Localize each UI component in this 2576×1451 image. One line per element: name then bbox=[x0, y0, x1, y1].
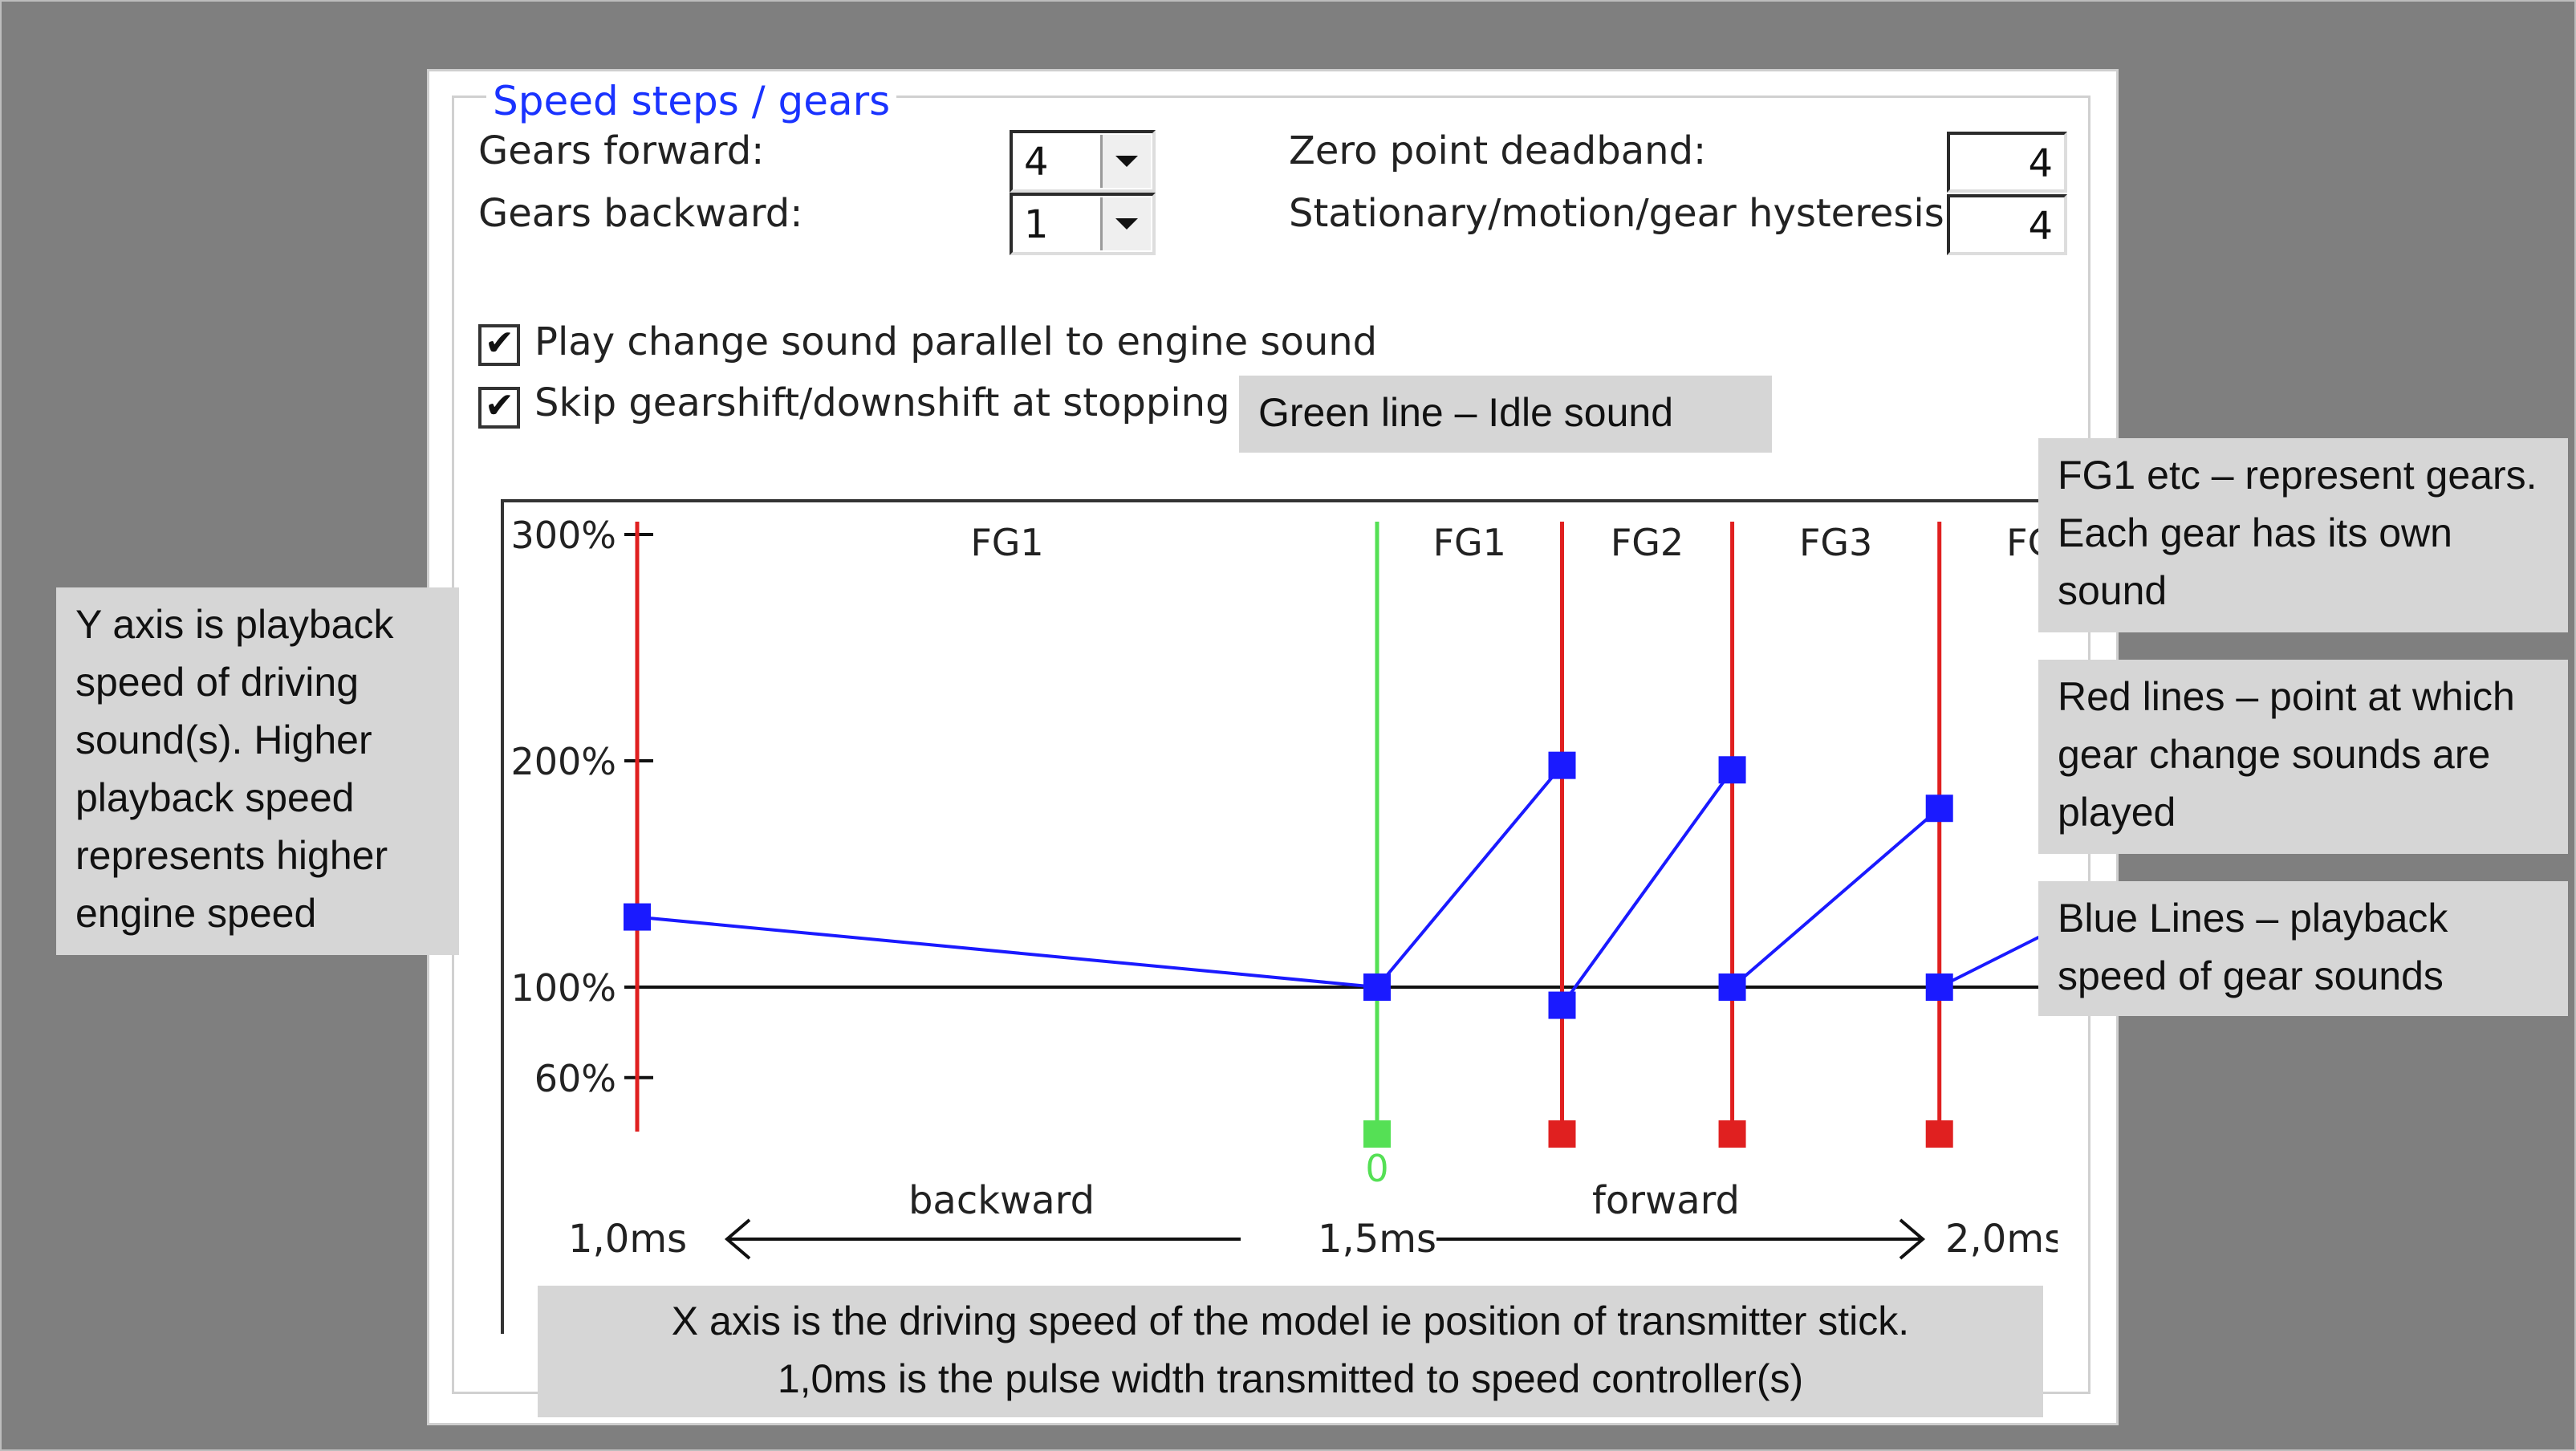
gears-backward-value: 1 bbox=[1024, 202, 1049, 247]
groupbox-title: Speed steps / gears bbox=[486, 79, 897, 124]
skip-gearshift-label: Skip gearshift/downshift at stopping bbox=[534, 380, 1230, 425]
hysteresis-input[interactable]: 4 bbox=[1947, 194, 2067, 255]
y-tick-label: 60% bbox=[534, 1057, 616, 1100]
chart-plot: 300%200%100%60%FG1FG1FG2FG3FG401,0ms1,5m… bbox=[510, 514, 2160, 1262]
gear-label: FG2 bbox=[1611, 521, 1684, 564]
arrow-forward-head bbox=[1899, 1218, 1926, 1260]
hysteresis-label: Stationary/motion/gear hysteresis: bbox=[1289, 191, 1957, 236]
gear-label: FG1 bbox=[1433, 521, 1506, 564]
gear-label: FG3 bbox=[1799, 521, 1872, 564]
gear-label: FG1 bbox=[970, 521, 1043, 564]
gear-speed-marker bbox=[624, 903, 651, 931]
zero-label: 0 bbox=[1365, 1147, 1388, 1190]
gear-settings-dialog: Speed steps / gears Gears forward: 4 Gea… bbox=[427, 69, 2160, 1425]
idle-marker-green bbox=[1363, 1120, 1391, 1148]
x-label-right: 2,0ms bbox=[1945, 1217, 2058, 1262]
callout-red-lines: Red lines – point at which gear change s… bbox=[2038, 660, 2568, 854]
zero-deadband-input[interactable]: 4 bbox=[1947, 132, 2067, 193]
gear-speed-marker bbox=[1548, 991, 1576, 1019]
gear-change-marker-red bbox=[1718, 1120, 1746, 1148]
zero-deadband-label: Zero point deadband: bbox=[1289, 128, 1707, 173]
parallel-sound-label: Play change sound parallel to engine sou… bbox=[534, 319, 1378, 364]
gear-change-marker-red bbox=[1925, 1120, 1953, 1148]
y-tick-label: 100% bbox=[510, 966, 616, 1010]
gear-speed-segment bbox=[1560, 769, 1734, 1006]
arrow-backward-head bbox=[724, 1218, 751, 1260]
gears-forward-value: 4 bbox=[1024, 140, 1049, 185]
speed-steps-groupbox: Speed steps / gears Gears forward: 4 Gea… bbox=[452, 79, 2160, 1394]
hysteresis-value: 4 bbox=[2028, 204, 2053, 249]
skip-gearshift-checkbox[interactable]: ✔ bbox=[478, 385, 520, 429]
x-label-center: 1,5ms bbox=[1318, 1217, 1436, 1262]
gear-speed-marker bbox=[1548, 751, 1576, 779]
direction-backward-label: backward bbox=[908, 1178, 1095, 1223]
check-icon: ✔ bbox=[485, 323, 514, 364]
gear-speed-marker bbox=[1925, 795, 1953, 823]
direction-forward-label: forward bbox=[1592, 1178, 1740, 1223]
gear-speed-segment bbox=[1731, 807, 1941, 989]
gear-speed-chart: 300%200%100%60%FG1FG1FG2FG3FG401,0ms1,5m… bbox=[501, 499, 2160, 1334]
callout-y-axis: Y axis is playback speed of driving soun… bbox=[56, 587, 459, 955]
callout-x-axis-line1: X axis is the driving speed of the model… bbox=[671, 1299, 1910, 1343]
parallel-sound-checkbox[interactable]: ✔ bbox=[478, 323, 520, 366]
gear-speed-marker bbox=[1718, 756, 1746, 784]
callout-green-line: Green line – Idle sound bbox=[1239, 376, 1772, 453]
callout-x-axis: X axis is the driving speed of the model… bbox=[538, 1286, 2043, 1417]
gear-speed-segment bbox=[1375, 764, 1564, 989]
x-label-left: 1,0ms bbox=[568, 1217, 687, 1262]
gears-forward-label: Gears forward: bbox=[478, 128, 765, 173]
callout-x-axis-line2: 1,0ms is the pulse width transmitted to … bbox=[777, 1356, 1804, 1401]
zero-deadband-value: 4 bbox=[2028, 141, 2053, 186]
gears-backward-label: Gears backward: bbox=[478, 191, 803, 236]
y-tick-label: 300% bbox=[510, 514, 616, 557]
gear-change-marker-red bbox=[1548, 1120, 1576, 1148]
gear-speed-marker bbox=[1925, 973, 1953, 1001]
y-tick-label: 200% bbox=[510, 740, 616, 783]
chevron-down-icon[interactable] bbox=[1100, 197, 1151, 250]
gears-backward-select[interactable]: 1 bbox=[1010, 193, 1156, 255]
gear-speed-marker bbox=[1363, 973, 1391, 1001]
callout-fg-gears: FG1 etc – represent gears. Each gear has… bbox=[2038, 438, 2568, 632]
gears-forward-select[interactable]: 4 bbox=[1010, 130, 1156, 193]
check-icon: ✔ bbox=[485, 385, 514, 426]
chevron-down-icon[interactable] bbox=[1100, 135, 1151, 188]
callout-blue-lines: Blue Lines – playback speed of gear soun… bbox=[2038, 881, 2568, 1016]
gear-speed-marker bbox=[1718, 973, 1746, 1001]
gear-speed-segment bbox=[636, 915, 1378, 989]
